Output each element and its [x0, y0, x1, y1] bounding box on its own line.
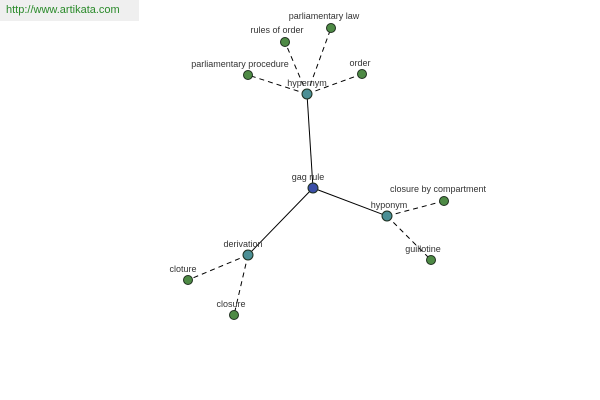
edge-hypernym-parliamentary-law: [306, 27, 332, 95]
edge-gag-rule-derivation: [247, 187, 314, 256]
term-node-rules-of-order[interactable]: [280, 37, 290, 47]
term-node-cloture[interactable]: [183, 275, 193, 285]
term-label-closure[interactable]: closure: [216, 299, 245, 309]
relation-node-hyponym[interactable]: [381, 210, 393, 222]
relation-node-derivation[interactable]: [242, 249, 254, 261]
center-node-gag-rule[interactable]: [307, 182, 319, 194]
graph-edges: [187, 27, 445, 316]
term-node-order[interactable]: [357, 69, 367, 79]
edge-hyponym-guillotine: [386, 215, 432, 261]
graph-nodes: [183, 23, 449, 320]
edge-derivation-cloture: [187, 254, 249, 281]
edge-hyponym-closure-by-compartment: [386, 200, 445, 217]
site-watermark[interactable]: http://www.artikata.com: [0, 0, 139, 21]
term-label-parliamentary-procedure[interactable]: parliamentary procedure: [191, 59, 289, 69]
term-label-guillotine[interactable]: guillotine: [405, 244, 441, 254]
term-label-order[interactable]: order: [349, 58, 370, 68]
edge-gag-rule-hypernym: [306, 93, 314, 189]
term-node-parliamentary-law[interactable]: [326, 23, 336, 33]
term-label-closure-by-compartment[interactable]: closure by compartment: [390, 184, 487, 194]
term-node-closure[interactable]: [229, 310, 239, 320]
term-node-parliamentary-procedure[interactable]: [243, 70, 253, 80]
term-label-cloture[interactable]: cloture: [169, 264, 196, 274]
edge-gag-rule-hyponym: [312, 187, 388, 217]
edge-hypernym-order: [306, 73, 363, 95]
graph-labels: parliamentary law rules of order parliamen…: [169, 11, 486, 309]
relation-node-hypernym[interactable]: [301, 88, 313, 100]
edge-derivation-closure: [233, 254, 249, 316]
relation-label-hypernym[interactable]: hypernym: [287, 78, 327, 88]
relation-label-derivation[interactable]: derivation: [223, 239, 262, 249]
term-node-guillotine[interactable]: [426, 255, 436, 265]
term-label-parliamentary-law[interactable]: parliamentary law: [289, 11, 360, 21]
edge-hypernym-parliamentary-procedure: [247, 74, 308, 95]
edge-hypernym-rules-of-order: [284, 41, 308, 95]
relation-label-hyponym[interactable]: hyponym: [371, 200, 408, 210]
term-node-closure-by-compartment[interactable]: [439, 196, 449, 206]
center-label-gag-rule[interactable]: gag rule: [292, 172, 325, 182]
term-label-rules-of-order[interactable]: rules of order: [250, 25, 303, 35]
